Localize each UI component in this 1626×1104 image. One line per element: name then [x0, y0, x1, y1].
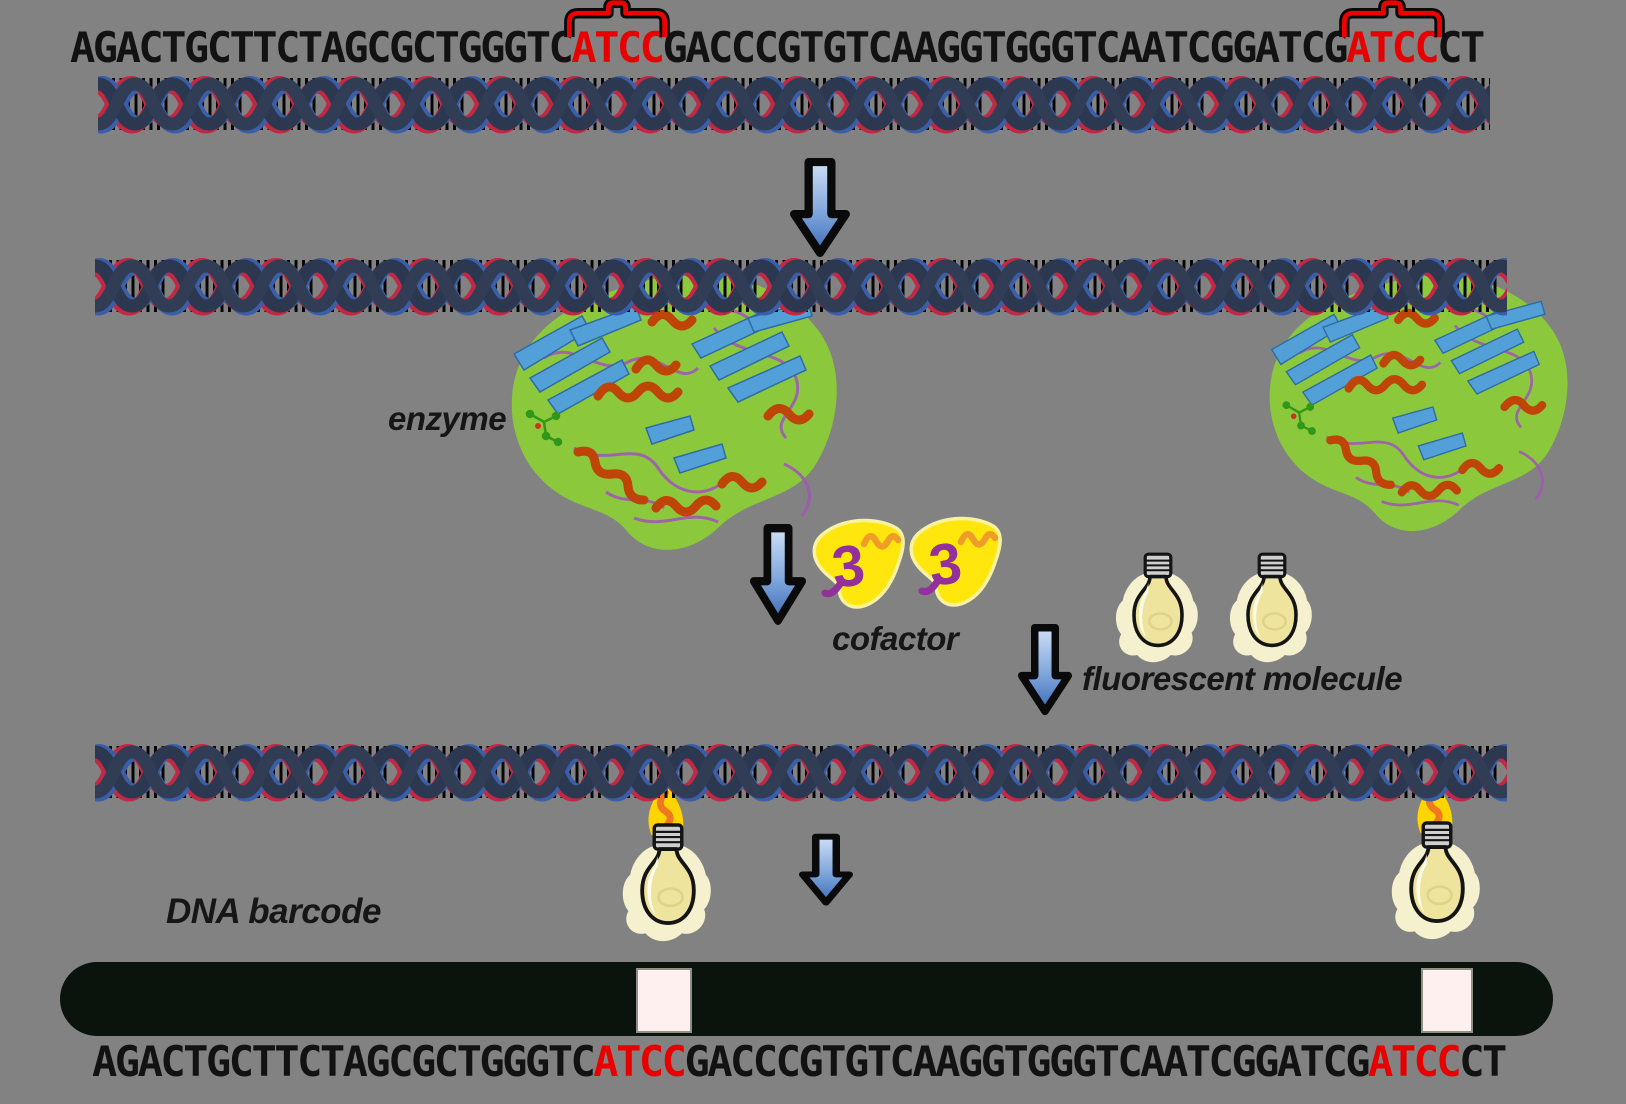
dna-helix-graphic: [95, 740, 1507, 804]
barcode-gap: [636, 968, 692, 1033]
down-arrow-icon: [1017, 623, 1073, 717]
fluorescent-molecule-label: fluorescent molecule: [1082, 660, 1403, 697]
lightbulb-icon: [1110, 551, 1206, 671]
recognition-site-1: ATCC: [564, 0, 670, 72]
lit-lightbulb-icon: [612, 782, 724, 954]
recognition-site-1: ATCC: [593, 1037, 687, 1086]
recognition-site-2: ATCC: [1368, 1037, 1462, 1086]
sequence-segment: CT: [1437, 23, 1485, 72]
site-text: ATCC: [593, 1037, 687, 1086]
sequence-segment: CT: [1459, 1037, 1507, 1086]
down-arrow-icon: [789, 157, 851, 259]
lightbulb-icon: [1224, 551, 1320, 671]
sequence-segment: GACCCGTGTCAAGGTGGGTCAATCGGATCG: [684, 1037, 1370, 1086]
barcode-gap: [1421, 968, 1473, 1033]
dna-helix-graphic: [95, 254, 1507, 318]
down-arrow-icon: [749, 523, 807, 627]
site-text: ATCC: [571, 23, 665, 72]
enzyme-label: enzyme: [388, 400, 507, 437]
down-arrow-icon: [798, 833, 854, 907]
sequence-bottom: AGACTGCTTCTAGCGCTGGGTCATCCGACCCGTGTCAAGG…: [92, 1037, 1507, 1086]
site-text: ATCC: [1368, 1037, 1462, 1086]
cofactor-icon: [905, 512, 1005, 612]
recognition-site-2: ATCC: [1338, 0, 1445, 72]
sequence-segment: AGACTGCTTCTAGCGCTGGGTC: [92, 1037, 596, 1086]
site-text: ATCC: [1346, 23, 1440, 72]
lit-lightbulb-icon: [1381, 780, 1493, 952]
dna-helix-graphic: [98, 72, 1490, 136]
cofactor-icon: [808, 514, 908, 614]
highlight-brace-icon: [1338, 0, 1445, 38]
sequence-segment: AGACTGCTTCTAGCGCTGGGTC: [70, 23, 574, 72]
dna-barcode-label: DNA barcode: [166, 892, 381, 931]
sequence-segment: GACCCGTGTCAAGGTGGGTCAATCGGATCG: [662, 23, 1348, 72]
dna-barcode-bar: [60, 962, 1553, 1036]
cofactor-label: cofactor: [832, 620, 959, 657]
highlight-brace-icon: [564, 0, 670, 38]
